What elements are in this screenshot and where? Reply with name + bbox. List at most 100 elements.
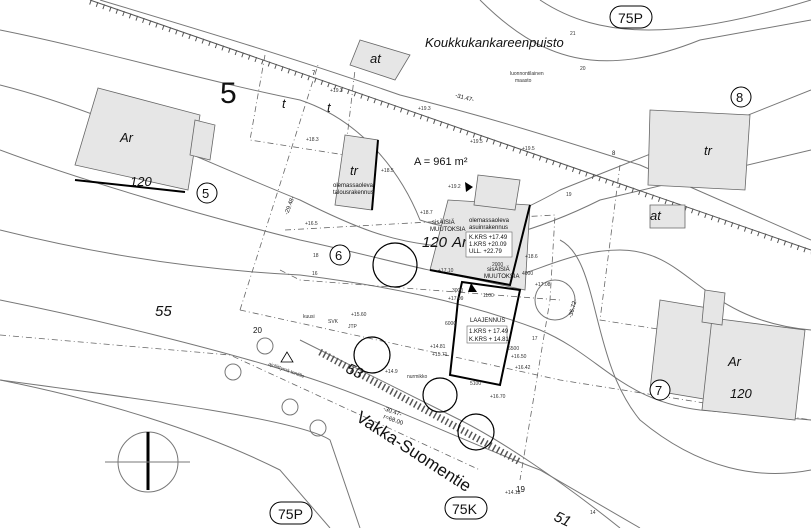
spot-height: +14.81 [430,344,446,350]
spot-height: +19.5 [470,139,483,145]
boundary-label: -31.47- [454,93,474,104]
terrain-label-2: maasto [515,78,532,84]
driveway-label: ajoliittymä tontille [267,361,305,380]
jtp-label: JTP [348,324,358,330]
spot-height: +17.10 [438,268,454,274]
spot-height: +18.6 [525,254,538,260]
contour-label: 16 [312,271,318,277]
zone-badge: 75P [618,10,643,26]
contour-label: 14 [590,510,596,516]
extension-outline [448,280,522,387]
entrance-arrow-icon [465,182,473,192]
left-building-floors: 120 [130,174,152,189]
spot-heights: +19.3 +19.3 +18.3 +19.5 +19.5 +19.2 +18.… [305,88,551,496]
spot-height: +18.7 [420,210,433,216]
zone-badge: 75P [278,506,303,522]
spot-height: +16.42 [515,365,531,371]
spot-height: +19.3 [330,88,343,94]
lot-number: 6 [335,248,342,263]
tree-label: kuusi [303,314,315,320]
existing-outbuilding-label: olemassaoleva [333,183,374,189]
spot-height: +16.5 [305,221,318,227]
sauna-building [349,39,411,81]
spot-height: +16.50 [511,354,527,360]
dimension: 1100 [483,293,494,299]
spot-height: +17.09 [448,296,464,302]
contour-label: 20 [580,66,586,72]
street-number: 53 [343,360,366,383]
level-label: ULL. +22.79 [469,249,503,255]
level-label: 1.KRS + 17.49 [469,329,509,335]
contour-label: 19 [566,192,572,198]
lot-number-markers: 8 5 6 7 [196,86,752,401]
internal-changes-label: sisÄISIÄ [432,219,455,226]
existing-outbuilding-label: talousrakennus [333,190,374,196]
dimension: 6500 [508,346,519,352]
lot-number: 7 [655,383,662,398]
spot-height: +19.5 [522,146,535,152]
lot-number: 5 [202,186,209,201]
terrain-label-1: luonnontilainen [510,71,544,77]
extension-title: LAAJENNUS [470,318,505,324]
sauna-label-2: at [650,208,662,223]
main-house [429,174,531,291]
lawn-label: nurmikko [407,374,428,380]
block-number: 5 [220,77,237,110]
driveway-marker-icon [280,351,294,363]
spot-height: +19.3 [418,106,431,112]
dimension: 2000 [492,262,503,268]
spot-height: +17.08 [535,282,551,288]
shed-label-2: t [327,100,332,115]
outbuilding-label: tr [350,163,359,178]
spot-height: +19.2 [448,184,461,190]
level-label: K.KRS +17.49 [469,235,508,241]
left-building-use: Ar [119,130,134,145]
point-number: 7 [312,71,316,77]
building-right [647,109,806,421]
spot-height: +15.71 [432,352,448,358]
existing-house-label: olemassaoleva [469,218,510,224]
boundary-label: -29.48- [284,196,296,216]
main-house-floors: 120 [422,234,448,251]
park-name: Koukkukankareenpuisto [425,35,564,50]
internal-changes-label: sisÄISIÄ [487,266,510,273]
point-number: 8 [612,151,616,157]
street-kerb-hatch [318,348,522,466]
sauna-building-2 [649,204,686,229]
level-label: K.KRS + 14.81 [469,337,510,343]
street-name: Vakka-Suomentie [353,407,475,495]
spot-height: +14.9 [385,369,398,375]
spot-height: +18.3 [306,137,319,143]
lot-number: 8 [736,90,743,105]
dimension: 4000 [522,271,533,277]
contour-label: 18 [313,253,319,259]
shed-label: t [282,96,287,111]
dimension: 5100 [470,381,481,387]
point-number: 19 [516,485,525,494]
boundary-label: -36.72- [568,299,579,319]
sauna-label: at [370,51,382,66]
existing-house-label: asuinrakennus [469,225,508,231]
spot-height: +14.18 [505,490,521,496]
spot-height: +15.60 [351,312,367,318]
contour-labels: 21 20 19 18 17 16 14 [312,31,596,516]
street-number: 55 [155,303,172,320]
outbuilding-label-2: tr [704,143,713,158]
zone-badges: 75P 75P 75K [269,5,653,525]
spot-height: +18.5 [381,168,394,174]
street-number: 51 [551,508,573,528]
entrance-arrow-icon [468,283,477,292]
right-building-use: Ar [727,354,742,369]
dimension: 6000 [445,321,456,327]
trees [224,242,576,451]
svk-label: SVK [328,319,339,325]
zone-badge: 75K [452,501,478,517]
main-house-use: Ar [451,234,468,251]
area-label: A = 961 m² [414,156,468,168]
contour-label: 17 [532,336,538,342]
lot-lines [0,54,811,481]
internal-changes-label: MUUTOKSIA [484,274,520,280]
dimension: 3000 [452,288,463,294]
internal-changes-label: MUUTOKSIA [430,227,466,233]
